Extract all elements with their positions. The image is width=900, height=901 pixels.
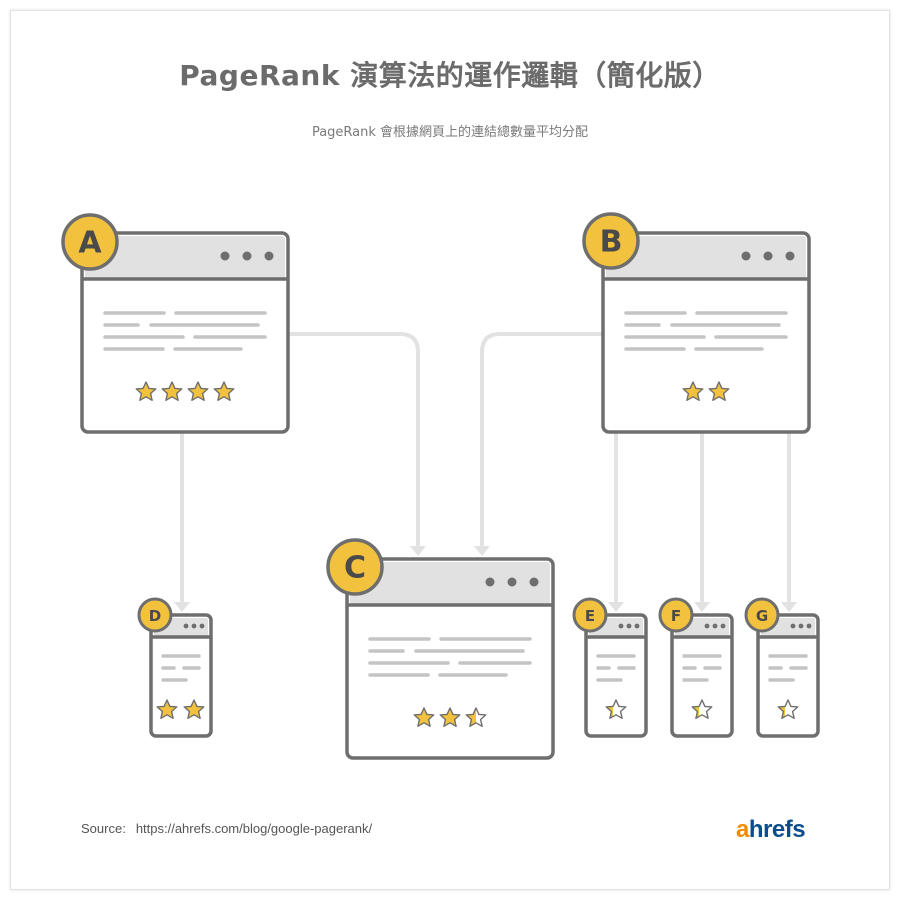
node-badge-label: E [585,607,595,625]
node-badge [572,597,608,633]
text-lines [161,654,201,682]
window-dots-icon [183,623,205,629]
page-subtitle: PageRank 會根據網頁上的連結總數量平均分配 [311,125,589,140]
node-d-window: D [137,597,213,738]
node-badge-label: F [671,607,681,625]
node-a-window: A [61,213,290,434]
arrow-head-icon [174,602,190,612]
source-citation: Source: https://ahrefs.com/blog/google-pa… [81,821,372,836]
window-dots-icon [485,577,539,587]
node-badge-label: B [600,225,623,260]
window-dots-icon [741,251,795,261]
node-badge [582,212,640,270]
edge-b-to-c [480,332,603,548]
node-badge [137,597,173,633]
window-dots-icon [220,251,274,261]
node-badge [744,597,780,633]
node-badge [658,597,694,633]
logo-rest: hrefs [748,816,806,843]
window-dots-icon [790,623,812,629]
node-badge-label: A [78,226,102,261]
logo-a: a [736,816,749,843]
node-g-window: G [744,597,820,738]
text-lines [368,637,532,677]
text-lines [624,311,788,351]
ahrefs-logo: ahrefs [736,816,806,844]
node-f-window: F [658,597,734,738]
page-title: PageRank 演算法的運作邏輯（簡化版） [179,59,721,92]
node-badge [61,213,119,271]
connectors [180,332,791,604]
arrow-head-icon [781,602,797,612]
node-badge-label: D [149,607,161,625]
star-rating [413,707,486,727]
arrow-head-icon [410,546,426,556]
text-lines [103,311,267,351]
text-lines [768,654,808,682]
node-badge-label: C [344,551,366,586]
node-b-window: B [582,212,811,434]
text-lines [682,654,722,682]
arrow-head-icon [608,602,624,612]
arrow-head-icon [694,602,710,612]
node-badge-label: G [756,607,768,625]
edge-a-to-c [288,332,420,548]
arrow-head-icon [474,546,490,556]
source-label: Source: [81,821,126,836]
arrowheads [174,546,797,612]
node-c-window: C [326,538,555,760]
node-badge [326,538,384,596]
text-lines [596,654,636,682]
window-dots-icon [704,623,726,629]
source-link[interactable]: https://ahrefs.com/blog/google-pagerank/ [135,821,373,836]
node-e-window: E [572,597,648,738]
window-dots-icon [618,623,640,629]
